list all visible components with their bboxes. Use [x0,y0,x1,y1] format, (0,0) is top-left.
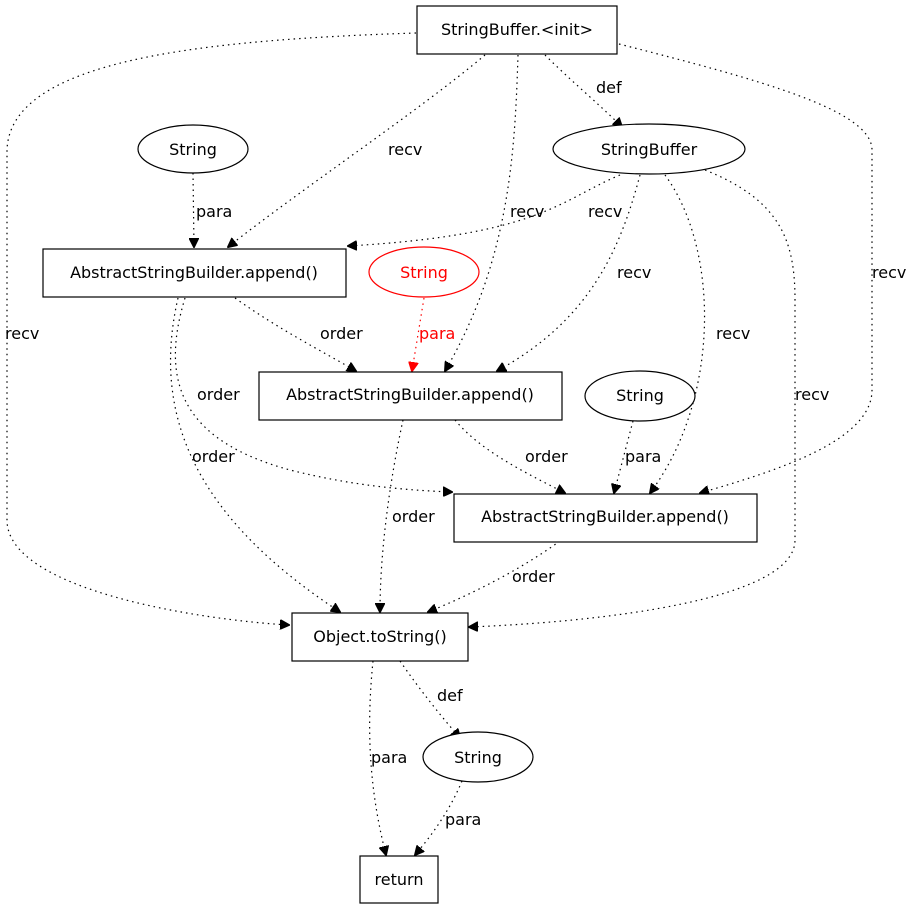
edge-label: recv [388,140,422,159]
edge-recv-init-to-append1: recv [228,54,486,247]
edge-para-string-to-return: para [415,780,481,855]
edge-label: recv [5,324,39,343]
edge-label: recv [588,202,622,221]
edge-para-red-string-to-append2: para [412,297,455,371]
edge-label: def [437,686,463,705]
edge-recv-stringbuffer-to-append3: recv [650,174,750,493]
node-append-1: AbstractStringBuilder.append() [42,248,347,298]
node-label: AbstractStringBuilder.append() [286,385,534,404]
edge-label: para [625,447,661,466]
node-return: return [359,855,439,904]
node-stringbuffer-init: StringBuffer.<init> [416,5,618,55]
edge-recv-init-to-tostring: recv [5,32,417,625]
edge-label: recv [872,263,906,282]
edge-label: recv [510,202,544,221]
edge-recv-init-to-append2: recv [445,54,544,371]
node-label: Object.toString() [313,627,447,646]
edge-order-append3-to-tostring: order [428,540,561,612]
edge-recv-stringbuffer-to-append1: recv [348,174,622,246]
node-label: AbstractStringBuilder.append() [481,507,729,526]
node-label: String [454,748,502,767]
node-append-3: AbstractStringBuilder.append() [453,493,758,543]
edge-label: order [197,385,240,404]
edge-label: def [596,78,622,97]
node-stringbuffer: StringBuffer [552,123,746,175]
node-label: return [375,870,424,889]
edge-para-string-to-append3: para [614,420,661,493]
edge-label: order [320,324,363,343]
edge-label: para [371,748,407,767]
node-string-param-1: String [137,124,249,174]
edge-label: recv [795,385,829,404]
edge-def-init-to-stringbuffer: def [544,54,622,127]
edge-label: order [192,447,235,466]
edge-order-append1-to-append3: order [174,297,452,492]
node-label: AbstractStringBuilder.append() [70,263,318,282]
edge-def-tostring-to-string: def [399,660,463,738]
edge-order-append1-to-append2: order [234,297,363,371]
edge-order-append2-to-append3: order [454,419,568,493]
edge-para-string-to-append1: para [193,172,232,247]
node-string-param-red: String [368,246,480,298]
edges: def recv recv recv recv para rec [5,32,906,855]
edge-label: order [512,567,555,586]
edge-recv-stringbuffer-to-append2: recv [497,174,651,371]
node-object-tostring: Object.toString() [291,612,469,662]
edge-label: para [419,324,455,343]
edge-label: para [445,810,481,829]
edge-recv-stringbuffer-to-tostring: recv [469,169,829,627]
node-append-2: AbstractStringBuilder.append() [258,371,563,421]
edge-label: recv [716,324,750,343]
node-label: String [616,386,664,405]
edge-label: recv [617,263,651,282]
edge-label: order [525,447,568,466]
edge-label: order [392,507,435,526]
node-label: StringBuffer [601,140,698,159]
edge-order-append2-to-tostring: order [380,419,435,612]
node-label: String [400,263,448,282]
nodes: StringBuffer.<init> String StringBuffer … [42,5,758,904]
node-string-param-2: String [584,370,696,422]
node-label: StringBuffer.<init> [441,20,593,39]
edge-label: para [196,202,232,221]
node-label: String [169,140,217,159]
edge-order-append1-to-tostring: order [169,297,340,612]
edge-recv-init-to-append3: recv [618,43,906,493]
edge-para-tostring-to-return: para [369,660,407,855]
node-string-result: String [422,731,534,783]
